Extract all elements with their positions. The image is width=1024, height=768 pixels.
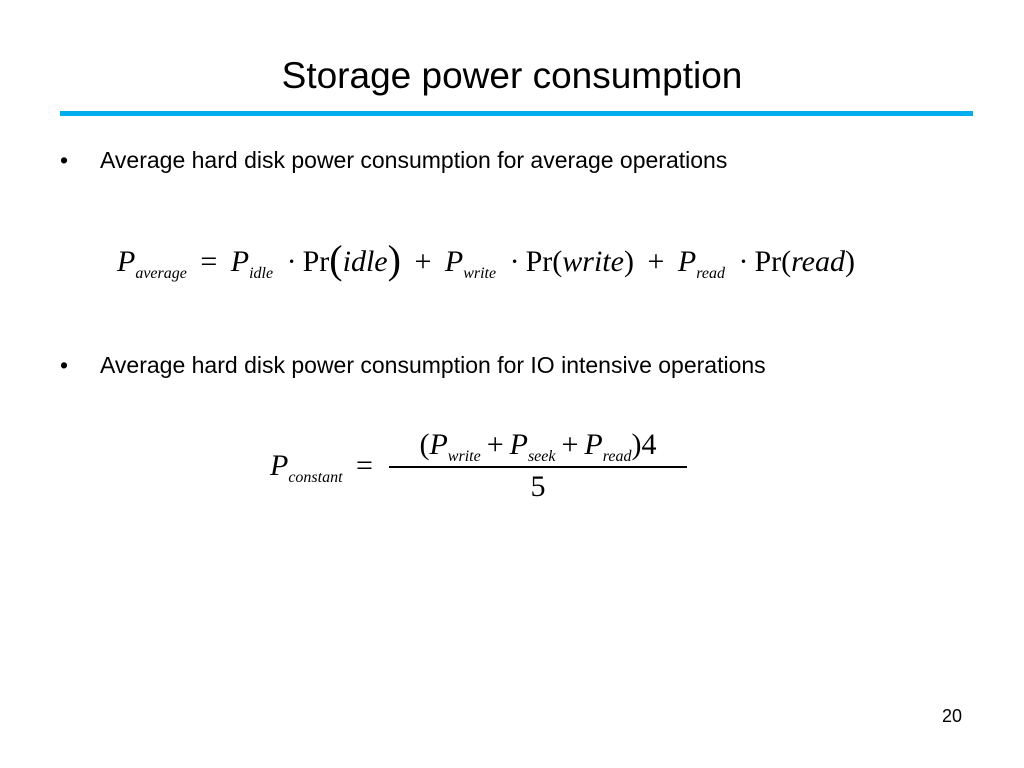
eq-symbol: P <box>509 428 528 461</box>
eq-equals: = <box>200 245 218 278</box>
average-power-equation: Paverage = Pidle ·Pr(idle) + Pwrite ·Pr(… <box>117 236 855 283</box>
eq-subscript: write <box>463 265 497 282</box>
eq-equals: = <box>356 448 373 482</box>
eq-arg: read <box>791 245 846 278</box>
eq-plus: + <box>647 245 665 278</box>
bullet-item: • Average hard disk power consumption for… <box>60 145 727 175</box>
eq-paren: ( <box>552 245 563 278</box>
eq-paren: ( <box>419 428 430 461</box>
eq-pr: Pr <box>754 245 782 278</box>
eq-pr: Pr <box>302 245 330 278</box>
eq-subscript: idle <box>249 265 274 282</box>
fraction-bar <box>388 466 687 468</box>
eq-paren: ( <box>781 245 792 278</box>
slide-title: Storage power consumption <box>281 55 743 96</box>
eq-symbol: P <box>429 428 448 461</box>
constant-power-equation: Pconstant = (Pwrite+Pseek+Pread)4 5 <box>270 428 687 504</box>
eq-plus: + <box>414 245 432 278</box>
eq-subscript: average <box>135 265 187 282</box>
eq-paren: ) <box>845 245 856 278</box>
eq-symbol: P <box>677 245 697 278</box>
bullet-item: • Average hard disk power consumption for… <box>60 350 766 380</box>
eq-subscript: constant <box>288 468 343 486</box>
eq-symbol: P <box>117 245 136 278</box>
eq-symbol: P <box>230 245 250 278</box>
eq-arg: idle <box>342 245 388 278</box>
eq-denominator: 5 <box>530 469 546 503</box>
eq-symbol: P <box>584 428 603 461</box>
eq-symbol: P <box>444 245 464 278</box>
eq-dot: · <box>738 245 749 278</box>
eq-subscript: read <box>696 265 725 282</box>
eq-lhs: Pconstant = <box>270 448 379 486</box>
eq-fraction: (Pwrite+Pseek+Pread)4 5 <box>388 428 687 504</box>
bullet-text: Average hard disk power consumption for … <box>100 352 766 378</box>
bullet-text: Average hard disk power consumption for … <box>100 147 728 173</box>
eq-pr: Pr <box>525 245 553 278</box>
eq-subscript: read <box>602 448 632 465</box>
eq-paren: ) <box>623 245 634 278</box>
eq-factor: )4 <box>631 428 657 461</box>
bullet-marker: • <box>60 147 69 173</box>
eq-numerator: (Pwrite+Pseek+Pread)4 <box>415 428 660 466</box>
page-number: 20 <box>941 706 962 726</box>
title-underline <box>60 111 973 116</box>
eq-dot: · <box>509 245 520 278</box>
eq-subscript: write <box>447 448 481 465</box>
bullet-marker: • <box>60 352 69 378</box>
eq-subscript: seek <box>527 448 556 465</box>
eq-paren: ) <box>387 237 401 282</box>
eq-plus: + <box>486 428 504 461</box>
eq-symbol: P <box>270 448 289 482</box>
eq-paren: ( <box>329 237 343 282</box>
eq-arg: write <box>562 245 624 278</box>
eq-dot: · <box>286 245 297 278</box>
eq-plus: + <box>561 428 579 461</box>
